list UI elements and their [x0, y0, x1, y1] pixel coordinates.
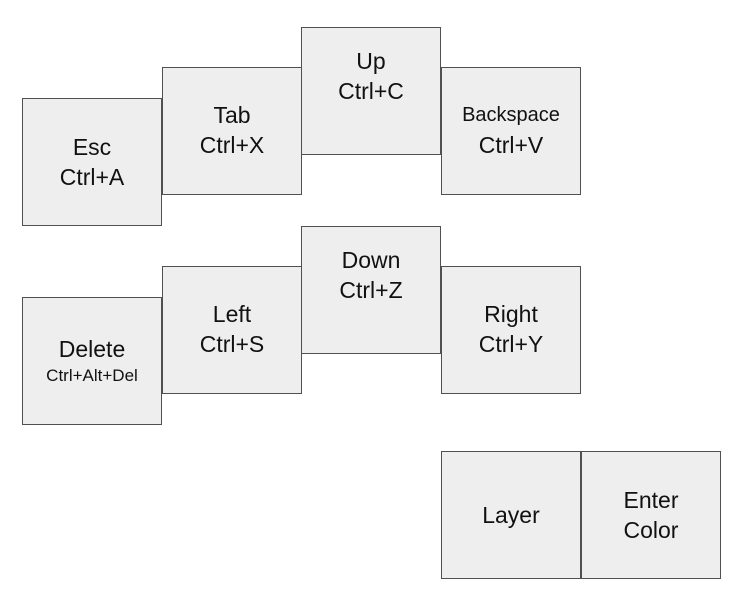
- key-up-shortcut: Ctrl+C: [338, 78, 404, 104]
- key-tab: Tab Ctrl+X: [162, 67, 302, 195]
- key-down: Down Ctrl+Z: [301, 226, 441, 354]
- key-tab-shortcut: Ctrl+X: [199, 132, 265, 158]
- key-up: Up Ctrl+C: [301, 27, 441, 155]
- key-right-text: Right Ctrl+Y: [479, 299, 544, 359]
- key-backspace-label: Backspace: [462, 104, 560, 126]
- key-backspace-shortcut: Ctrl+V: [478, 132, 544, 158]
- key-delete: Delete Ctrl+Alt+Del: [22, 297, 162, 425]
- key-layer-label: Layer: [482, 502, 540, 528]
- key-down-text: Down Ctrl+Z: [339, 245, 402, 305]
- key-esc-shortcut: Ctrl+A: [59, 164, 125, 190]
- key-delete-shortcut: Ctrl+Alt+Del: [46, 366, 138, 385]
- key-down-label: Down: [341, 247, 401, 273]
- key-enter-label: Enter: [623, 487, 679, 513]
- key-tab-text: Tab Ctrl+X: [200, 100, 265, 160]
- key-delete-text: Delete Ctrl+Alt+Del: [46, 334, 138, 388]
- key-left: Left Ctrl+S: [162, 266, 302, 394]
- key-up-label: Up: [356, 48, 386, 74]
- key-right-shortcut: Ctrl+Y: [478, 331, 544, 357]
- key-right: Right Ctrl+Y: [441, 266, 581, 394]
- key-left-shortcut: Ctrl+S: [199, 331, 265, 357]
- key-delete-label: Delete: [58, 336, 126, 362]
- key-right-label: Right: [484, 301, 538, 327]
- key-tab-label: Tab: [213, 102, 251, 128]
- key-enter-text: Enter Color: [624, 485, 679, 545]
- key-esc-label: Esc: [72, 134, 112, 160]
- key-left-text: Left Ctrl+S: [200, 299, 265, 359]
- key-left-label: Left: [212, 301, 252, 327]
- key-layer: Layer: [441, 451, 581, 579]
- key-backspace: Backspace Ctrl+V: [441, 67, 581, 195]
- key-layer-text: Layer: [482, 500, 540, 530]
- key-esc: Esc Ctrl+A: [22, 98, 162, 226]
- key-up-text: Up Ctrl+C: [338, 46, 404, 106]
- key-esc-text: Esc Ctrl+A: [60, 132, 125, 192]
- key-down-shortcut: Ctrl+Z: [339, 277, 403, 303]
- key-enter-shortcut: Color: [623, 517, 679, 543]
- key-backspace-text: Backspace Ctrl+V: [462, 100, 560, 160]
- key-enter: Enter Color: [581, 451, 721, 579]
